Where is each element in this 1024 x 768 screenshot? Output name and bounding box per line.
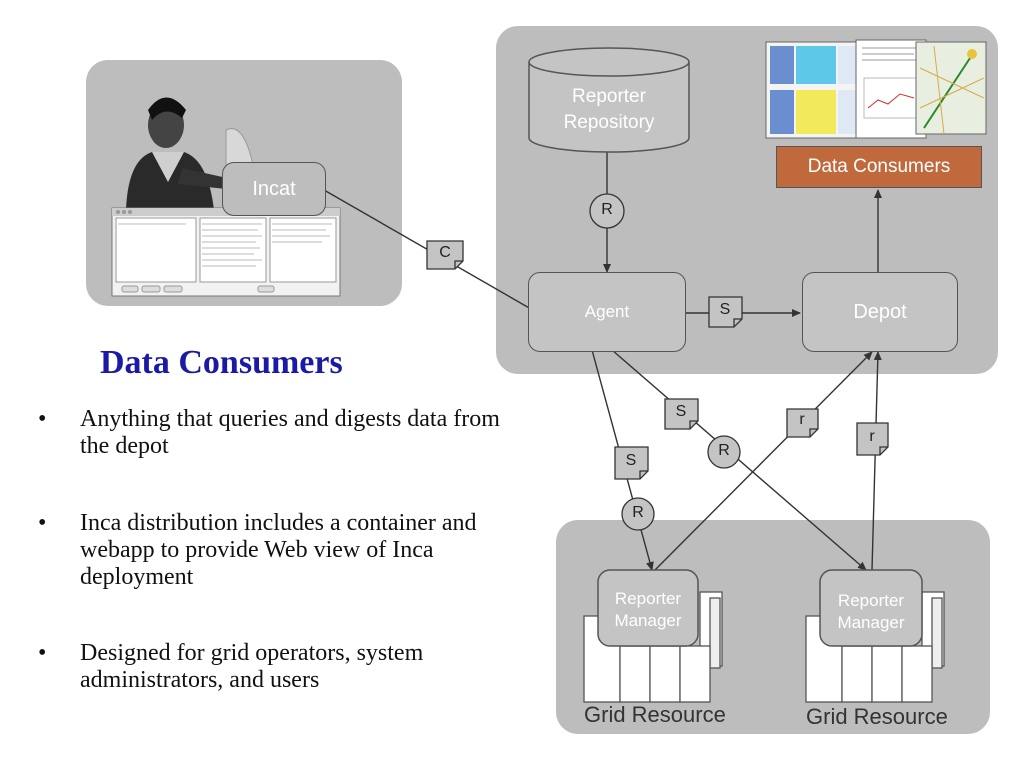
tag-r-right [856,422,889,456]
bullet-dot: • [38,406,47,432]
bullet-dot: • [38,510,47,536]
agent-node: Agent [528,272,686,352]
tag-s-diag [664,398,699,430]
circle-r-repository [589,193,625,229]
tag-r-right-label: r [869,428,875,445]
tag-c [426,240,464,270]
circle-r-repository-label: R [601,201,613,218]
incat-node: Incat [222,162,326,216]
reporter-manager-right-label: Reporter Manager [837,591,905,632]
bullet-dot: • [38,640,47,666]
circle-r-center-label: R [718,442,730,459]
circle-r-left [621,497,655,531]
agent-label: Agent [584,302,630,321]
reporter-repository-label: Reporter Repository [563,86,655,133]
tag-s-left [614,446,649,480]
reporter-repository-cylinder [528,47,690,153]
bullet-item: • Designed for grid operators, system ad… [38,640,510,694]
tag-s-diag-label: S [675,403,687,420]
incat-label: Incat [252,177,296,200]
slide-title: Data Consumers [100,344,343,381]
data-consumers-node: Data Consumers [776,146,982,188]
bullet-text: Designed for grid operators, system admi… [80,640,424,693]
bullet-item: • Inca distribution includes a container… [38,510,510,591]
grid-resource-right-label: Grid Resource [806,704,948,729]
depot-node: Depot [802,272,958,352]
reporter-manager-stack-right [805,569,945,703]
tag-c-label: C [439,244,451,261]
tag-r-center-label: r [799,411,805,428]
tag-s-agent-depot-label: S [719,301,731,318]
bullet-text: Inca distribution includes a container a… [80,510,477,590]
reporter-manager-left-label: Reporter Manager [614,589,682,630]
tag-r-center [786,408,819,438]
circle-r-left-label: R [632,504,644,521]
data-consumer-screenshots [765,39,987,139]
tag-s-left-label: S [625,452,637,469]
grid-resource-left-label: Grid Resource [584,702,726,727]
data-consumers-label: Data Consumers [807,156,951,177]
incat-illustration [111,97,341,297]
bullet-item: • Anything that queries and digests data… [38,406,518,460]
tag-s-agent-depot [708,296,743,328]
bullet-text: Anything that queries and digests data f… [80,406,500,459]
circle-r-center [707,435,741,469]
depot-label: Depot [853,300,907,323]
reporter-manager-stack-left [583,569,723,703]
